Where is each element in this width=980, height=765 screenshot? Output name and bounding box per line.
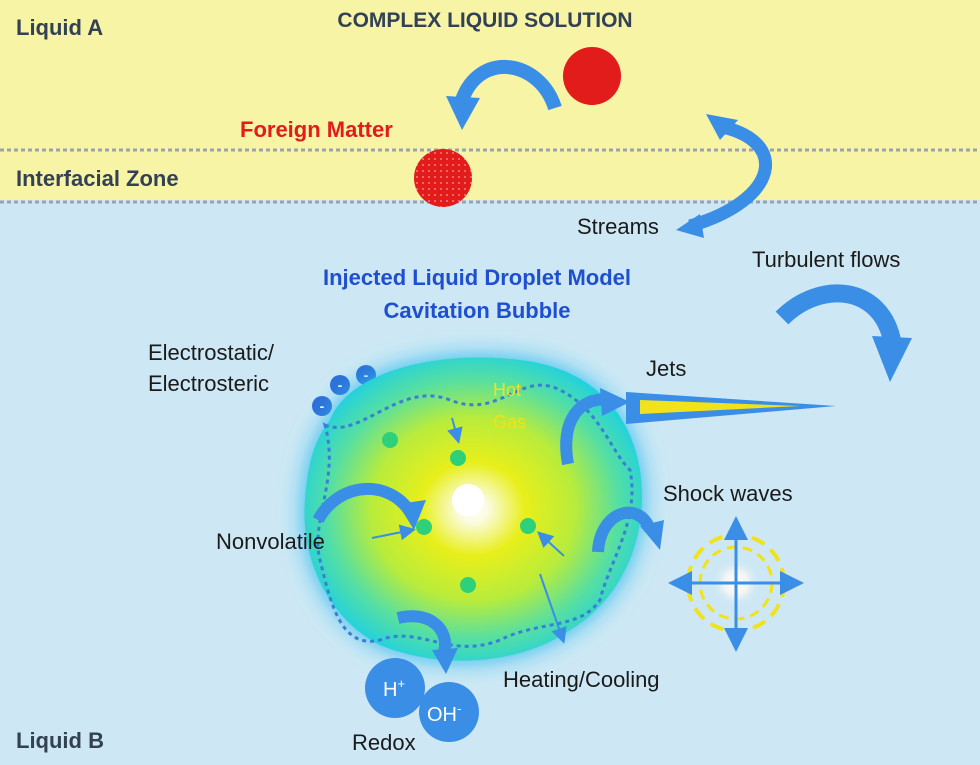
heating-cooling-label: Heating/Cooling <box>503 667 660 692</box>
liquid-b-label: Liquid B <box>16 728 104 753</box>
streams-arrow-body <box>688 119 773 233</box>
particle-texture <box>414 149 472 207</box>
oh-ion-charge: - <box>457 701 461 716</box>
charge-2-sign: - <box>364 367 369 383</box>
electrostatic-label-line2: Electrosteric <box>148 371 269 396</box>
oh-ion <box>419 682 479 742</box>
liquid-a-label: Liquid A <box>16 15 103 40</box>
foreign-matter-label: Foreign Matter <box>240 117 393 142</box>
nonvolatile-arrow-body <box>312 483 416 524</box>
hot-gas-label-line2: Gas <box>493 412 526 432</box>
electrostatic-label-line1: Electrostatic/ <box>148 340 275 365</box>
solute-dot-1 <box>382 432 398 448</box>
jets-label: Jets <box>646 356 686 381</box>
charge-3 <box>312 396 332 416</box>
interface-dotted-boundary <box>316 383 634 648</box>
small-arrow-out <box>539 573 567 644</box>
transfer-arrow-body <box>455 59 562 111</box>
solute-dot-4 <box>520 518 536 534</box>
solution-title: COMPLEX LIQUID SOLUTION <box>337 9 632 32</box>
small-arrow-in-1 <box>447 417 463 444</box>
streams-arrow-head <box>676 214 704 238</box>
oh-ion-symbol: OH <box>427 704 457 726</box>
negative-charges: - - - <box>312 365 376 416</box>
shock-waves-label: Shock waves <box>663 481 793 506</box>
streams-label: Streams <box>577 214 659 239</box>
solute-dots <box>382 432 536 593</box>
shock-wave-symbol <box>668 516 804 652</box>
jets-arrow-head <box>600 388 630 416</box>
small-arrow-in-2 <box>371 524 416 541</box>
small-arrow-in-3 <box>537 531 565 557</box>
solute-dot-3 <box>416 519 432 535</box>
turbulent-flows-label: Turbulent flows <box>752 247 900 272</box>
shock-arrow-body <box>592 506 656 553</box>
hot-gas-label-line1: Hot <box>493 380 521 400</box>
model-title-line1: Injected Liquid Droplet Model <box>323 265 631 290</box>
jet-core <box>640 400 800 414</box>
interfacial-zone-label: Interfacial Zone <box>16 166 179 191</box>
nonvolatile-arrow-head <box>398 500 426 530</box>
shock-arrow-head <box>640 520 664 550</box>
redox-label: Redox <box>352 730 416 755</box>
solute-dot-2 <box>450 450 466 466</box>
h-ion-label: H+ <box>383 676 405 701</box>
h-ion <box>365 658 425 718</box>
charge-1 <box>330 375 350 395</box>
foreign-particle-top <box>563 47 621 105</box>
redox-arrow-body <box>396 610 452 654</box>
h-ion-charge: + <box>397 676 405 691</box>
model-title-line2: Cavitation Bubble <box>383 298 570 323</box>
charge-3-sign: - <box>320 398 325 414</box>
turbulent-arrow-body <box>775 284 901 343</box>
h-ion-symbol: H <box>383 679 397 701</box>
nonvolatile-label: Nonvolatile <box>216 529 325 554</box>
streams-arrow-tail <box>706 114 738 140</box>
transfer-arrow-head <box>446 96 480 130</box>
liquid-a-region <box>0 0 980 200</box>
turbulent-arrow-head <box>872 336 912 382</box>
redox-arrow-head <box>432 648 458 674</box>
hot-core <box>452 484 484 516</box>
solute-dot-5 <box>460 577 476 593</box>
charge-1-sign: - <box>338 377 343 393</box>
oh-ion-label: OH- <box>427 701 461 726</box>
